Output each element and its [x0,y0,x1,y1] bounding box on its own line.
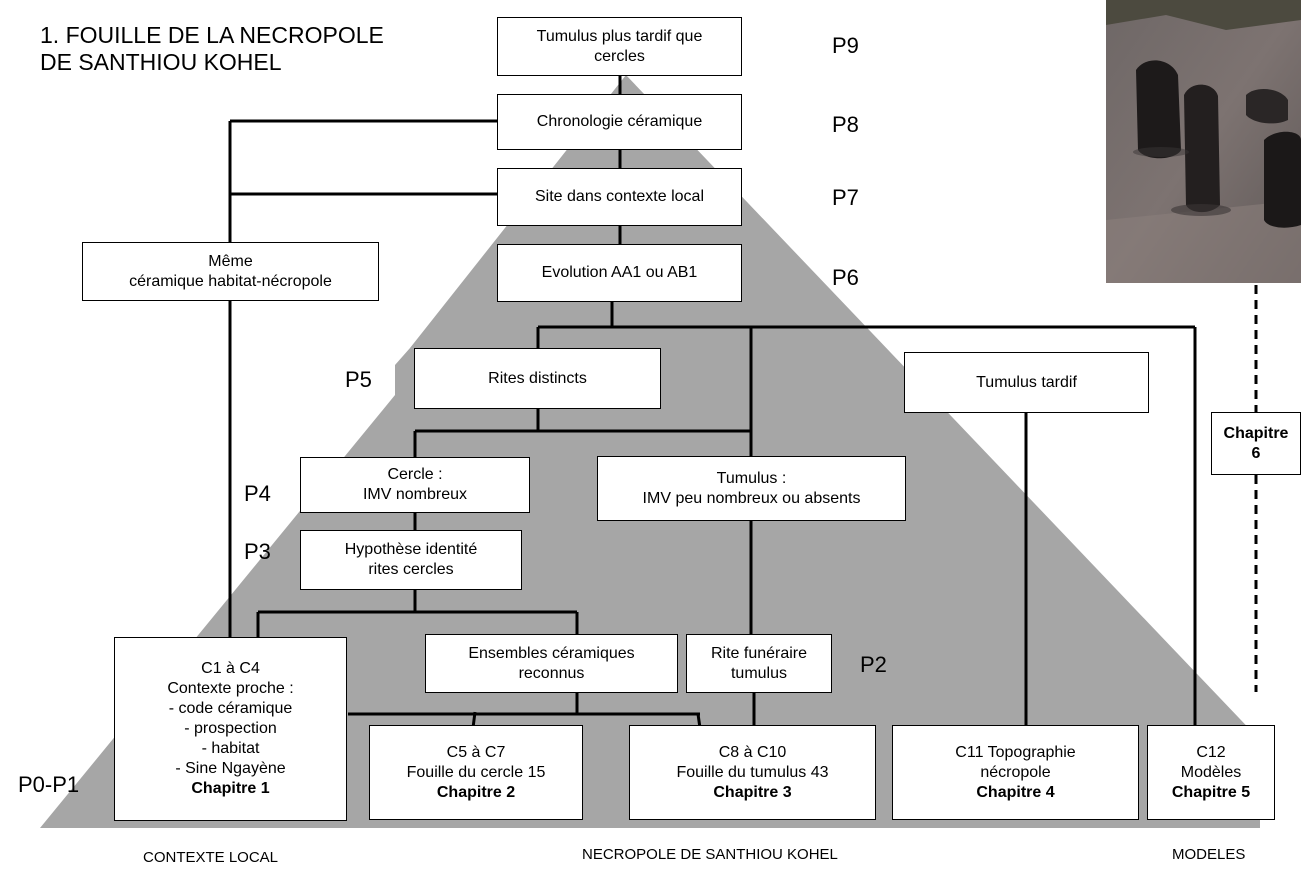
box-chapitre-6: Chapitre 6 [1211,412,1301,475]
level-label-p2: P2 [860,652,887,677]
box-text: Chapitre [1223,424,1289,442]
box-text: Tumulus tardif [976,373,1077,391]
level-label-p3: P3 [244,539,271,564]
box-text: reconnus [518,664,585,682]
diagram-title: 1. FOUILLE DE LA NECROPOLE DE SANTHIOU K… [40,22,384,76]
box-text: IMV peu nombreux ou absents [642,489,861,507]
box-text: Chronologie céramique [536,113,703,130]
box-text: C1 à C4 [201,660,260,677]
box-c1-c4-chapitre-1: C1 à C4 Contexte proche : - code céramiq… [114,637,347,821]
box-c5-c7-chapitre-2: C5 à C7 Fouille du cercle 15 Chapitre 2 [369,725,583,820]
box-text: Ensembles céramiques [468,644,635,662]
chapter-label: Chapitre 1 [191,780,270,797]
box-text: cercles [594,47,645,65]
box-text: Fouille du cercle 15 [406,763,546,781]
box-c12-chapitre-5: C12 Modèles Chapitre 5 [1147,725,1275,820]
footer-modeles: MODELES [1172,846,1246,863]
box-text: IMV nombreux [362,486,468,503]
box-tumulus-imv: Tumulus : IMV peu nombreux ou absents [597,456,906,521]
box-meme-ceramique: Même céramique habitat-nécropole [82,242,379,301]
box-text: - Sine Ngayène [175,760,286,777]
box-text: Modèles [1180,763,1242,781]
box-site-contexte-local: Site dans contexte local [497,168,742,226]
box-text: Tumulus plus tardif que [536,27,703,45]
box-text: tumulus [730,664,788,682]
title-line-1: 1. FOUILLE DE LA NECROPOLE [40,22,384,48]
title-line-2: DE SANTHIOU KOHEL [40,49,282,75]
connector-lines [228,75,1197,729]
box-c8-c10-chapitre-3: C8 à C10 Fouille du tumulus 43 Chapitre … [629,725,876,820]
footer-contexte-local: CONTEXTE LOCAL [143,849,279,866]
box-text: Rites distincts [488,369,587,387]
box-text: Même [208,252,253,270]
box-text: Cercle : [387,466,443,483]
box-text: Fouille du tumulus 43 [676,763,829,781]
box-evolution: Evolution AA1 ou AB1 [497,244,742,302]
box-hypothese-identite: Hypothèse identité rites cercles [300,530,522,590]
box-text: - habitat [201,740,260,757]
box-text: C8 à C10 [718,743,787,761]
box-rites-distincts: Rites distincts [414,348,661,409]
box-text: céramique habitat-nécropole [129,272,332,290]
box-text: Rite funéraire [710,644,808,662]
box-text: Hypothèse identité [344,541,478,558]
box-tumulus-plus-tardif: Tumulus plus tardif que cercles [497,17,742,76]
box-text: C5 à C7 [446,743,506,761]
box-cercle-imv: Cercle : IMV nombreux [300,457,530,513]
level-label-p4: P4 [244,481,271,506]
box-rite-funeraire: Rite funéraire tumulus [686,634,832,693]
level-label-p7: P7 [832,185,859,210]
box-text: Site dans contexte local [535,188,704,205]
level-label-p5: P5 [345,367,372,392]
box-tumulus-tardif: Tumulus tardif [904,352,1149,413]
level-label-p8: P8 [832,112,859,137]
footer-necropole: NECROPOLE DE SANTHIOU KOHEL [582,846,838,863]
box-text: C11 Topographie [955,743,1076,761]
chapter-label: Chapitre 4 [976,783,1055,801]
box-text: - prospection [184,720,277,737]
box-text: Evolution AA1 ou AB1 [541,264,698,281]
box-text: Tumulus : [716,469,787,487]
box-text: 6 [1251,444,1261,462]
box-text: Contexte proche : [167,680,294,697]
level-label-p6: P6 [832,265,859,290]
box-ensembles-ceramiques: Ensembles céramiques reconnus [425,634,678,693]
box-text: C12 [1196,743,1226,761]
box-text: nécropole [980,763,1051,781]
box-chronologie-ceramique: Chronologie céramique [497,94,742,150]
box-text: - code céramique [168,700,293,717]
chapter-label: Chapitre 3 [713,783,792,801]
level-label-p0-p1: P0-P1 [18,772,80,797]
box-text: rites cercles [368,561,454,578]
standing-stones-photo [1106,0,1301,283]
box-c11-chapitre-4: C11 Topographie nécropole Chapitre 4 [892,725,1139,820]
level-label-p9: P9 [832,33,859,58]
chapter-label: Chapitre 2 [436,783,516,801]
chapter-label: Chapitre 5 [1171,783,1251,801]
